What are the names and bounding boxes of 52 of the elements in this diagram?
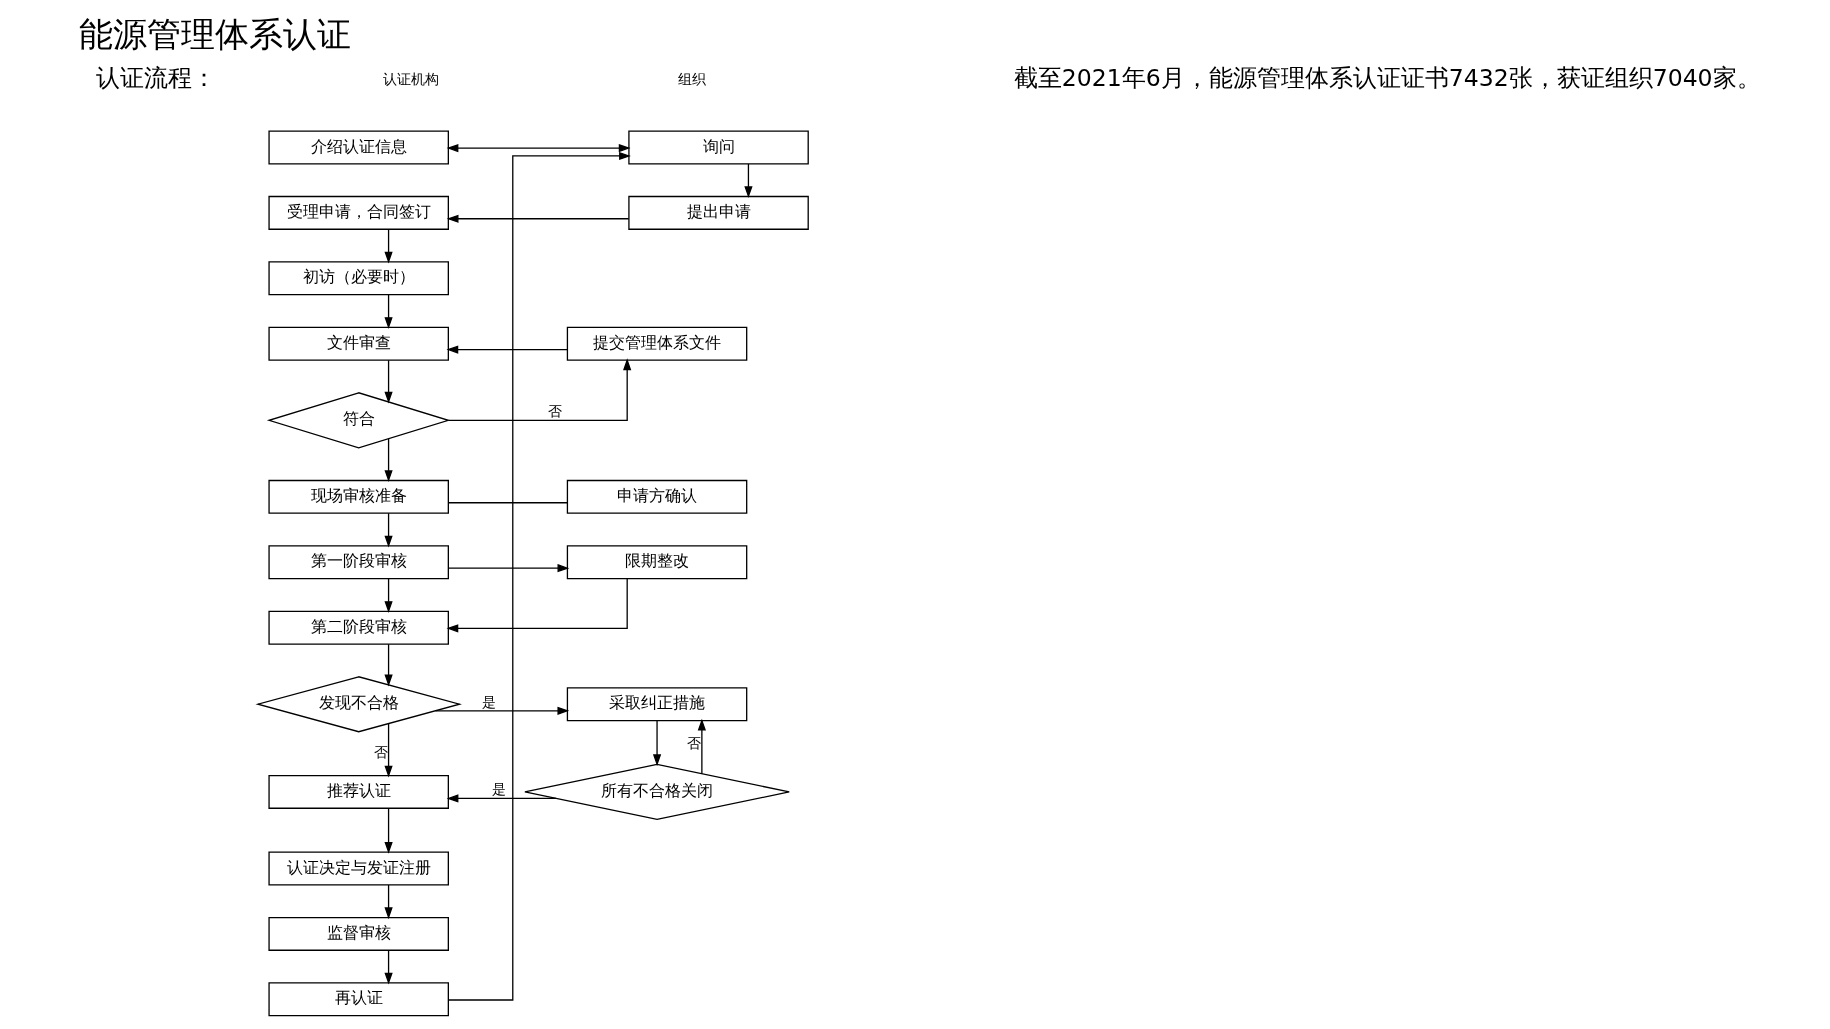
arrow <box>446 143 631 153</box>
diagram-title: 能源管理体系认证 <box>78 13 351 54</box>
arrow <box>383 438 393 483</box>
arrow <box>697 718 706 775</box>
node-box: 再认证 <box>267 982 449 1017</box>
arrow <box>447 564 569 573</box>
node-box: 受理申请，合同签订 <box>267 195 449 230</box>
arrow <box>383 884 393 920</box>
arrow <box>434 706 569 715</box>
node-box: 监督审核 <box>267 916 449 951</box>
arrow <box>383 807 393 854</box>
edge-label: 是 <box>491 781 506 798</box>
arrow <box>383 643 393 687</box>
edge-label: 否 <box>373 743 388 760</box>
node-box: 询问 <box>627 130 809 165</box>
node-box: 现场审核准备 <box>267 479 449 514</box>
node-box: 申请方确认 <box>566 479 747 514</box>
label: 组织 <box>677 70 706 87</box>
edge-label: 否 <box>547 403 562 420</box>
arrow <box>383 578 393 613</box>
arrow <box>743 163 753 199</box>
arrow <box>446 214 629 223</box>
arrow <box>446 794 557 803</box>
node-box: 认证决定与发证注册 <box>267 851 449 886</box>
node-diamond: 所有不合格关闭 <box>523 763 790 821</box>
edge-label: 是 <box>481 693 496 710</box>
node-box: 推荐认证 <box>267 774 449 809</box>
node-box: 采取纠正措施 <box>566 687 747 722</box>
connector <box>447 502 568 504</box>
node-box: 初访（必要时） <box>267 261 449 296</box>
label: 截至2021年6月，能源管理体系认证证书7432张，获证组织7040家。 <box>1013 63 1761 92</box>
arrow <box>383 294 393 329</box>
arrow <box>383 512 393 548</box>
arrow <box>652 720 661 767</box>
label: 认证机构 <box>382 70 439 87</box>
label: 认证流程： <box>95 63 216 92</box>
arrow <box>446 578 628 633</box>
arrow <box>383 949 393 985</box>
arrow <box>383 359 393 404</box>
arrow <box>383 228 393 264</box>
node-box: 提交管理体系文件 <box>566 326 747 361</box>
arrow <box>447 358 631 421</box>
arrow <box>447 151 631 1001</box>
node-box: 第二阶段审核 <box>267 610 449 645</box>
node-box: 第一阶段审核 <box>267 545 449 580</box>
arrow <box>445 345 568 354</box>
node-box: 介绍认证信息 <box>267 130 449 165</box>
node-box: 限期整改 <box>566 545 747 580</box>
node-box: 文件审查 <box>267 326 449 361</box>
node-box: 提出申请 <box>627 195 809 230</box>
arrow <box>383 723 393 778</box>
edge-label: 否 <box>686 734 701 751</box>
